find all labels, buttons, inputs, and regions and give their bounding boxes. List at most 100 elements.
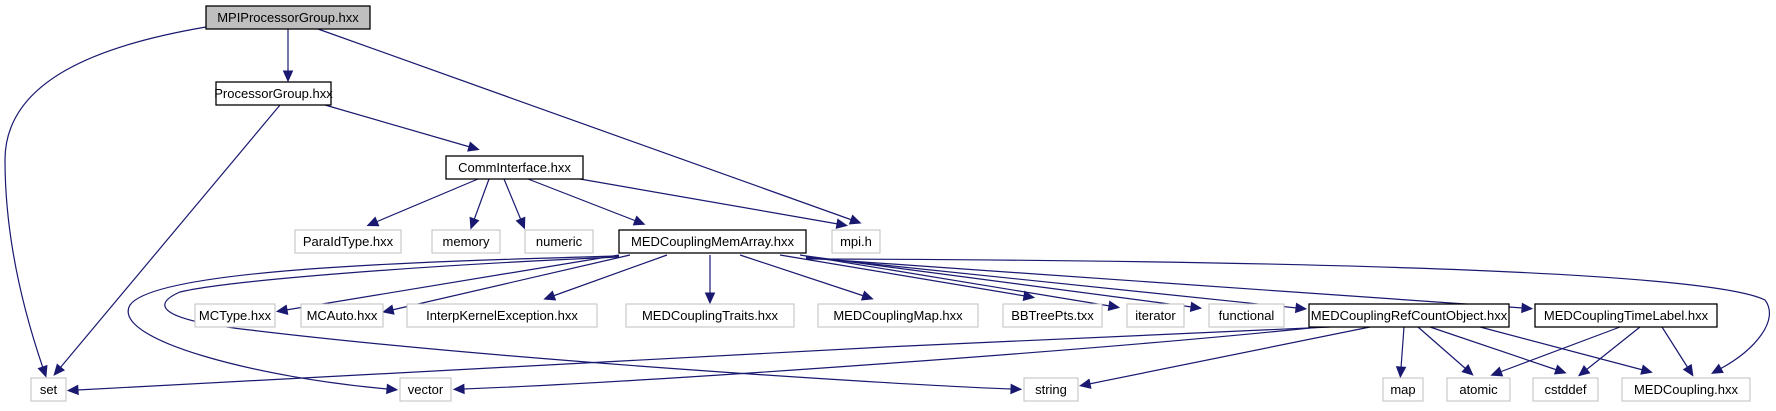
node-box xyxy=(1308,303,1510,328)
edge-line xyxy=(805,257,1524,309)
node-box xyxy=(215,81,332,106)
node-box xyxy=(1208,303,1285,328)
node-medcoupling: MEDCoupling.hxx xyxy=(1621,377,1751,402)
node-box xyxy=(1023,377,1079,402)
edge-line xyxy=(317,28,853,221)
node-box xyxy=(618,229,807,254)
node-mctype: MCType.hxx xyxy=(194,303,276,328)
edge-refcount-to-string xyxy=(1078,326,1371,389)
node-numeric: numeric xyxy=(524,229,594,254)
edge-line xyxy=(1400,326,1405,369)
arrowhead-icon xyxy=(1107,300,1121,311)
node-timelabel[interactable]: MEDCouplingTimeLabel.hxx xyxy=(1534,303,1718,328)
arrowhead-icon xyxy=(1490,366,1504,377)
node-paraldtype: ParaIdType.hxx xyxy=(294,229,402,254)
node-traits: MEDCouplingTraits.hxx xyxy=(625,303,795,328)
node-label: BBTreePts.txx xyxy=(1011,308,1094,323)
edge-line xyxy=(503,178,522,221)
edge-memarray-to-interpexc xyxy=(543,254,668,301)
edge-mpiprocgroup-to-procgroup xyxy=(282,29,294,83)
node-label: mpi.h xyxy=(840,234,872,249)
edge-memarray-to-traits xyxy=(704,255,716,305)
edge-memarray-to-mcauto xyxy=(382,254,631,315)
edge-comminterface-to-numeric xyxy=(503,178,526,230)
arrowhead-icon xyxy=(382,304,395,315)
node-label: MEDCouplingMemArray.hxx xyxy=(631,234,795,249)
node-box xyxy=(300,303,384,328)
edge-memarray-to-functional xyxy=(805,255,1203,313)
node-refcount[interactable]: MEDCouplingRefCountObject.hxx xyxy=(1308,303,1510,328)
edge-line xyxy=(579,178,839,225)
arrowhead-icon xyxy=(467,141,480,152)
node-label: functional xyxy=(1219,308,1275,323)
arrowhead-icon xyxy=(366,216,380,227)
arrowhead-icon xyxy=(1294,302,1308,314)
arrowhead-icon xyxy=(53,363,66,376)
node-box xyxy=(205,5,371,30)
edge-memarray-to-vector xyxy=(127,255,620,395)
arrowhead-icon xyxy=(452,383,465,395)
arrowhead-icon xyxy=(515,216,526,230)
edge-mpiprocgroup-to-mpih xyxy=(317,28,862,225)
node-box xyxy=(399,377,452,402)
arrowhead-icon xyxy=(1682,363,1694,377)
node-box xyxy=(431,229,501,254)
edge-memarray-to-iterator xyxy=(799,254,1121,311)
node-comminterface[interactable]: CommInterface.hxx xyxy=(445,155,584,180)
arrowhead-icon xyxy=(1640,364,1653,375)
edge-refcount-to-set xyxy=(66,326,1331,396)
node-label: numeric xyxy=(536,234,583,249)
edge-mpiprocgroup-to-set xyxy=(4,26,207,378)
node-interpexc: InterpKernelException.hxx xyxy=(406,303,598,328)
arrowhead-icon xyxy=(1461,364,1474,376)
arrowhead-icon xyxy=(1711,363,1724,374)
edge-line xyxy=(462,326,1321,390)
node-label: MEDCouplingRefCountObject.hxx xyxy=(1311,308,1508,323)
edge-line xyxy=(1417,326,1467,370)
arrowhead-icon xyxy=(860,290,874,301)
arrowhead-icon xyxy=(275,304,289,315)
node-set: set xyxy=(30,377,67,402)
edge-refcount-to-cstddef xyxy=(1429,326,1567,375)
edge-timelabel-to-medcoupling xyxy=(1661,326,1694,377)
arrowhead-icon xyxy=(1578,364,1591,377)
edge-line xyxy=(799,254,1111,307)
arrowhead-icon xyxy=(704,292,716,305)
node-box xyxy=(1534,303,1718,328)
edge-refcount-to-map xyxy=(1395,326,1407,379)
node-box xyxy=(1002,303,1103,328)
node-label: string xyxy=(1035,382,1067,397)
node-map_hxx: MEDCouplingMap.hxx xyxy=(817,303,979,328)
edge-line xyxy=(527,178,637,222)
edge-line xyxy=(285,254,620,311)
edge-line xyxy=(805,255,1193,308)
node-iterator: iterator xyxy=(1126,303,1185,328)
node-cstddef: cstddef xyxy=(1532,377,1599,402)
arrowhead-icon xyxy=(282,70,294,83)
arrowhead-icon xyxy=(1010,383,1023,395)
node-label: InterpKernelException.hxx xyxy=(426,308,578,323)
node-mpiprocgroup[interactable]: MPIProcessorGroup.hxx xyxy=(205,5,371,30)
node-procgroup[interactable]: ProcessorGroup.hxx xyxy=(214,81,333,106)
node-box xyxy=(1621,377,1751,402)
node-box xyxy=(194,303,276,328)
node-label: iterator xyxy=(1135,308,1176,323)
edge-comminterface-to-memory xyxy=(469,178,490,230)
node-memarray[interactable]: MEDCouplingMemArray.hxx xyxy=(618,229,807,254)
edge-memarray-to-bbtree xyxy=(779,254,1036,301)
node-box xyxy=(406,303,598,328)
node-box xyxy=(294,229,402,254)
node-label: MEDCouplingMap.hxx xyxy=(833,308,963,323)
node-box xyxy=(1532,377,1599,402)
edge-line xyxy=(1585,326,1641,371)
node-label: MPIProcessorGroup.hxx xyxy=(217,10,359,25)
node-box xyxy=(30,377,67,402)
arrowhead-icon xyxy=(1553,364,1567,375)
edge-memarray-to-timelabel xyxy=(805,257,1534,314)
edge-line xyxy=(552,254,668,297)
node-box xyxy=(1126,303,1185,328)
arrowhead-icon xyxy=(848,214,862,225)
edge-line xyxy=(805,256,1298,309)
edge-line xyxy=(375,178,479,223)
